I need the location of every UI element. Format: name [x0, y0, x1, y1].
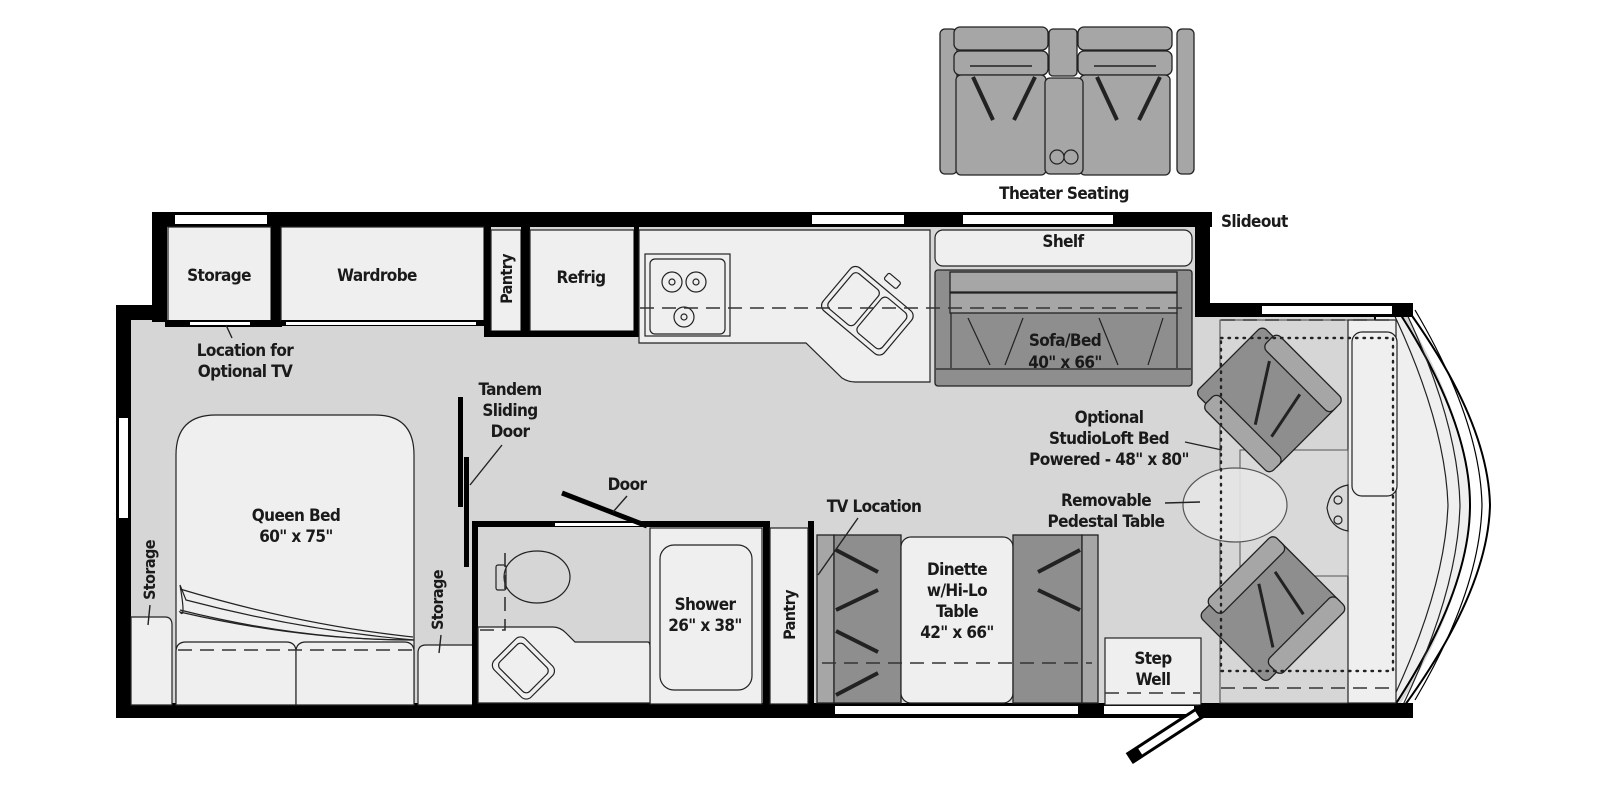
- studioloft-label: Optional: [1075, 408, 1144, 428]
- pantry-bottom-label: Pantry: [780, 589, 799, 640]
- pantry-bottom: [769, 527, 809, 705]
- tandem-door-label: Tandem: [478, 380, 541, 400]
- dinette-label: Dinette: [927, 560, 987, 580]
- dinette-label-2: w/Hi-Lo: [927, 581, 987, 601]
- pantry-top-label: Pantry: [497, 253, 516, 304]
- theater-seating-label: Theater Seating: [999, 184, 1129, 204]
- cab-captain-chair-bottom: [1200, 536, 1346, 681]
- sofa-bed-size: 40" x 66": [1028, 353, 1102, 373]
- storage-right-label: Storage: [428, 569, 447, 630]
- tandem-door-label-3: Door: [491, 422, 531, 442]
- front-cab: [1374, 305, 1492, 706]
- tandem-door-label-2: Sliding: [482, 401, 537, 421]
- bathroom-sink-icon: [491, 636, 556, 700]
- studioloft-label-2: StudioLoft Bed: [1049, 429, 1169, 449]
- door-label: Door: [608, 475, 648, 495]
- shower-label: Shower: [675, 595, 737, 615]
- optional-tv-label-2: Optional TV: [198, 362, 293, 382]
- theater-seating-option: [939, 26, 1195, 176]
- stove-icon: [644, 253, 731, 337]
- storage-left-label: Storage: [140, 539, 159, 600]
- tv-location-label: TV Location: [827, 497, 922, 517]
- shower: [649, 527, 763, 705]
- step-well: [1104, 637, 1202, 706]
- toilet-icon: [495, 550, 571, 604]
- kitchen-counter: [638, 229, 931, 383]
- entry-door[interactable]: [1125, 703, 1210, 765]
- shelf: [934, 229, 1193, 267]
- queen-bed-label: Queen Bed: [252, 506, 340, 526]
- storage-top-label: Storage: [187, 266, 251, 286]
- step-well-label: Step: [1134, 649, 1172, 669]
- storage-left: [130, 616, 173, 706]
- shelf-label: Shelf: [1042, 232, 1084, 252]
- pantry-top: [490, 229, 522, 332]
- refrigerator: [529, 229, 635, 332]
- exterior-walls: [116, 212, 1413, 718]
- pedestal-table-label-2: Pedestal Table: [1048, 512, 1165, 532]
- studioloft-bed-outline: [1219, 336, 1395, 673]
- kitchen-sink-icon: [820, 265, 914, 356]
- sofa-bed: [934, 269, 1193, 387]
- optional-tv-label: Location for: [197, 341, 294, 361]
- dinette-size: 42" x 66": [920, 623, 994, 643]
- cab-console-icon: [1326, 484, 1349, 532]
- dinette-label-3: Table: [936, 602, 978, 622]
- wardrobe-label: Wardrobe: [337, 266, 417, 286]
- dinette: [816, 534, 1099, 704]
- queen-bed: [175, 414, 415, 706]
- step-well-label-2: Well: [1136, 670, 1171, 690]
- bathroom-door[interactable]: [561, 490, 648, 529]
- cab-captain-chair-top: [1197, 327, 1342, 473]
- refrig-label: Refrig: [557, 268, 606, 288]
- slideout-label: Slideout: [1221, 212, 1288, 232]
- pedestal-table[interactable]: [1182, 467, 1288, 543]
- storage-right: [417, 644, 475, 706]
- shower-size: 26" x 38": [668, 616, 742, 636]
- pedestal-table-label: Removable: [1061, 491, 1151, 511]
- tandem-sliding-door[interactable]: [458, 397, 463, 507]
- studioloft-size: Powered - 48" x 80": [1029, 450, 1189, 470]
- sofa-bed-label: Sofa/Bed: [1029, 331, 1101, 351]
- wardrobe: [280, 226, 485, 322]
- queen-bed-size: 60" x 75": [259, 527, 333, 547]
- bathroom: [472, 490, 814, 706]
